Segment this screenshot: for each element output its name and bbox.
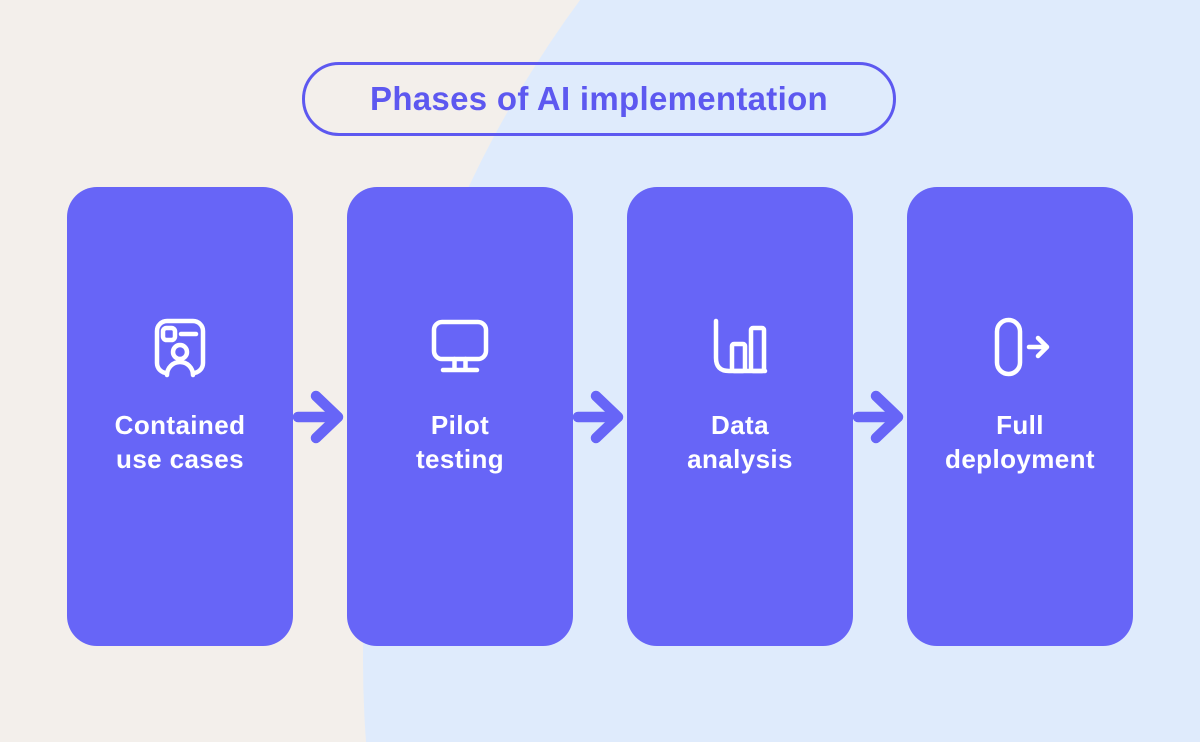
rollout-arrow-icon (986, 313, 1054, 381)
phase-card-full-deployment: Full deployment (907, 187, 1133, 646)
arrow-right-icon (293, 390, 344, 444)
arrow-right-icon (853, 390, 904, 444)
title-pill: Phases of AI implementation (302, 62, 896, 136)
phase-card-contained-use-cases: Contained use cases (67, 187, 293, 646)
phase-label-line2: testing (415, 444, 505, 474)
phase-label: Pilot testing (416, 408, 504, 476)
phase-label: Full deployment (945, 408, 1095, 476)
phase-label: Data analysis (687, 408, 793, 476)
page-title: Phases of AI implementation (370, 80, 828, 117)
phase-label-line1: Contained (114, 410, 246, 440)
id-card-user-icon (146, 313, 214, 381)
phase-card-data-analysis: Data analysis (627, 187, 853, 646)
monitor-icon (426, 313, 494, 381)
phase-label-line2: use cases (116, 444, 244, 474)
phase-label: Contained use cases (115, 408, 246, 476)
phase-label-line2: analysis (687, 444, 793, 474)
bar-chart-icon (706, 313, 774, 381)
phase-label-line1: Data (711, 410, 769, 440)
phase-label-line1: Pilot (430, 410, 490, 440)
phase-label-line1: Full (996, 410, 1044, 440)
phase-card-pilot-testing: Pilot testing (347, 187, 573, 646)
phase-label-line2: deployment (945, 444, 1095, 474)
arrow-right-icon (573, 390, 624, 444)
